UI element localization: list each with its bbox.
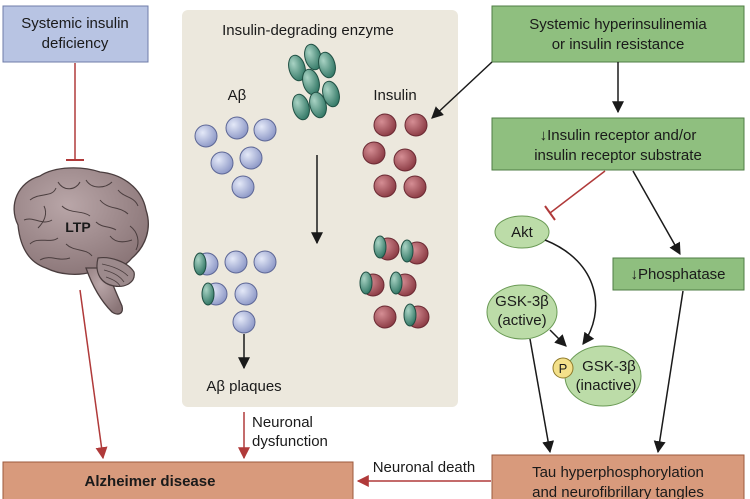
insulin-deficiency-line2: deficiency: [42, 35, 109, 52]
hyperinsulinemia-line2: or insulin resistance: [552, 36, 685, 53]
abeta-plaques-label: Aβ plaques: [206, 378, 281, 395]
brain-icon: [13, 167, 149, 315]
neuronal-dysfunction-line1: Neuronal: [252, 414, 313, 431]
insulin-label: Insulin: [373, 87, 416, 104]
ide-panel-title: Insulin-degrading enzyme: [222, 22, 394, 39]
hyperinsulinemia-line1: Systemic hyperinsulinemia: [529, 16, 707, 33]
gsk-active-line1: GSK-3β: [495, 293, 549, 310]
arrow-gsk-active-to-inactive: [549, 329, 567, 347]
arrow-phosphatase-to-tau: [653, 290, 684, 454]
insulin-bound-cluster: [359, 235, 430, 329]
abeta-label: Aβ: [228, 87, 247, 104]
receptor-box: [491, 117, 745, 171]
tau-box: [491, 454, 745, 499]
insulin-deficiency-line1: Systemic insulin: [21, 15, 129, 32]
gsk-active-line2: (active): [497, 312, 546, 329]
receptor-line1: ↓Insulin receptor and/or: [540, 127, 697, 144]
gsk-inactive-node: [564, 345, 642, 407]
neuronal-dysfunction-line2: dysfunction: [252, 433, 328, 450]
phosphatase-box: [612, 257, 745, 291]
ide-enzyme-cluster: [288, 43, 340, 121]
akt-label: Akt: [511, 224, 534, 241]
arrow-ltp-to-alzheimer: [79, 289, 108, 460]
phosphate-badge: [552, 357, 574, 379]
tau-line1: Tau hyperphosphorylation: [532, 464, 704, 481]
alzheimer-label: Alzheimer disease: [85, 473, 216, 490]
tau-line2: and neurofibrillary tangles: [532, 484, 704, 499]
alzheimer-box: [2, 461, 354, 499]
inhibit-bar-akt: [544, 205, 556, 221]
insulin-monomers-top: [362, 113, 428, 199]
arrow-akt-to-gsk-inactive: [544, 239, 597, 345]
gsk-inactive-line1: GSK-3β: [582, 358, 636, 375]
abeta-bound-cluster: [193, 250, 277, 334]
inhibit-line-akt: [549, 170, 606, 214]
hyperinsulinemia-box: [491, 5, 745, 63]
insulin-deficiency-box: [2, 5, 149, 63]
gsk-inactive-line2: (inactive): [576, 377, 637, 394]
ltp-label: LTP: [65, 219, 90, 235]
gsk-active-node: [486, 284, 558, 340]
phosphatase-label: ↓Phosphatase: [630, 266, 725, 283]
arrow-gsk-to-tau: [529, 338, 555, 454]
arrow-hyperinsulinemia-to-insulin: [431, 61, 493, 119]
akt-node: [494, 215, 550, 249]
receptor-line2: insulin receptor substrate: [534, 147, 702, 164]
abeta-monomers-top: [194, 116, 277, 199]
phosphate-label: P: [559, 361, 568, 376]
arrow-receptor-to-phosphatase: [632, 170, 681, 256]
neuronal-death-label: Neuronal death: [373, 459, 476, 476]
